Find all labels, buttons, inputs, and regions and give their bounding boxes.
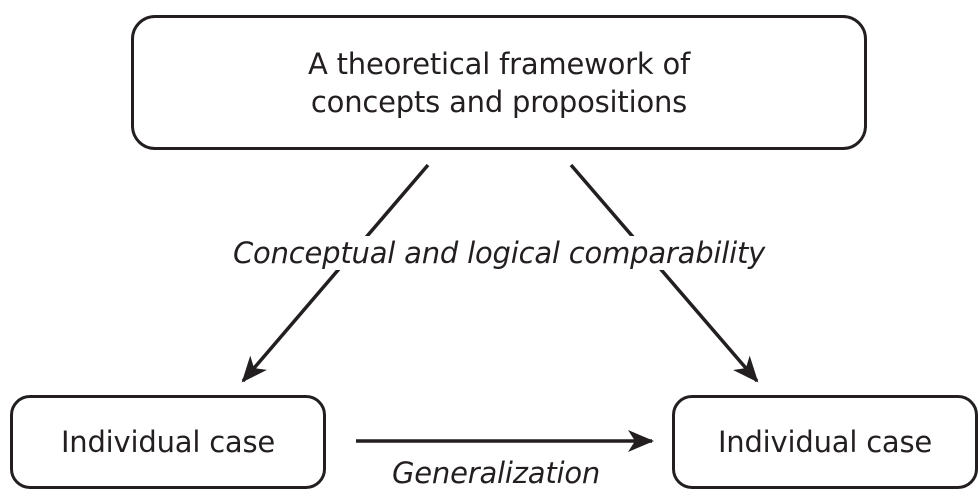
framework-title-line-1: A theoretical framework of — [307, 46, 691, 81]
individual-case-left-label: Individual case — [60, 425, 276, 459]
arrow-framework-to-left-case — [241, 163, 430, 383]
framework-title-line-2: concepts and propositions — [310, 84, 688, 119]
individual-case-right-label: Individual case — [717, 425, 933, 459]
individual-case-left-box: Individual case — [10, 395, 326, 489]
generalization-label: Generalization — [392, 456, 601, 490]
comparability-label: Conceptual and logical comparability — [231, 236, 768, 270]
individual-case-right-box: Individual case — [672, 395, 978, 489]
arrow-framework-to-right-case — [569, 163, 759, 383]
framework-box: A theoretical framework of concepts and … — [131, 15, 867, 150]
